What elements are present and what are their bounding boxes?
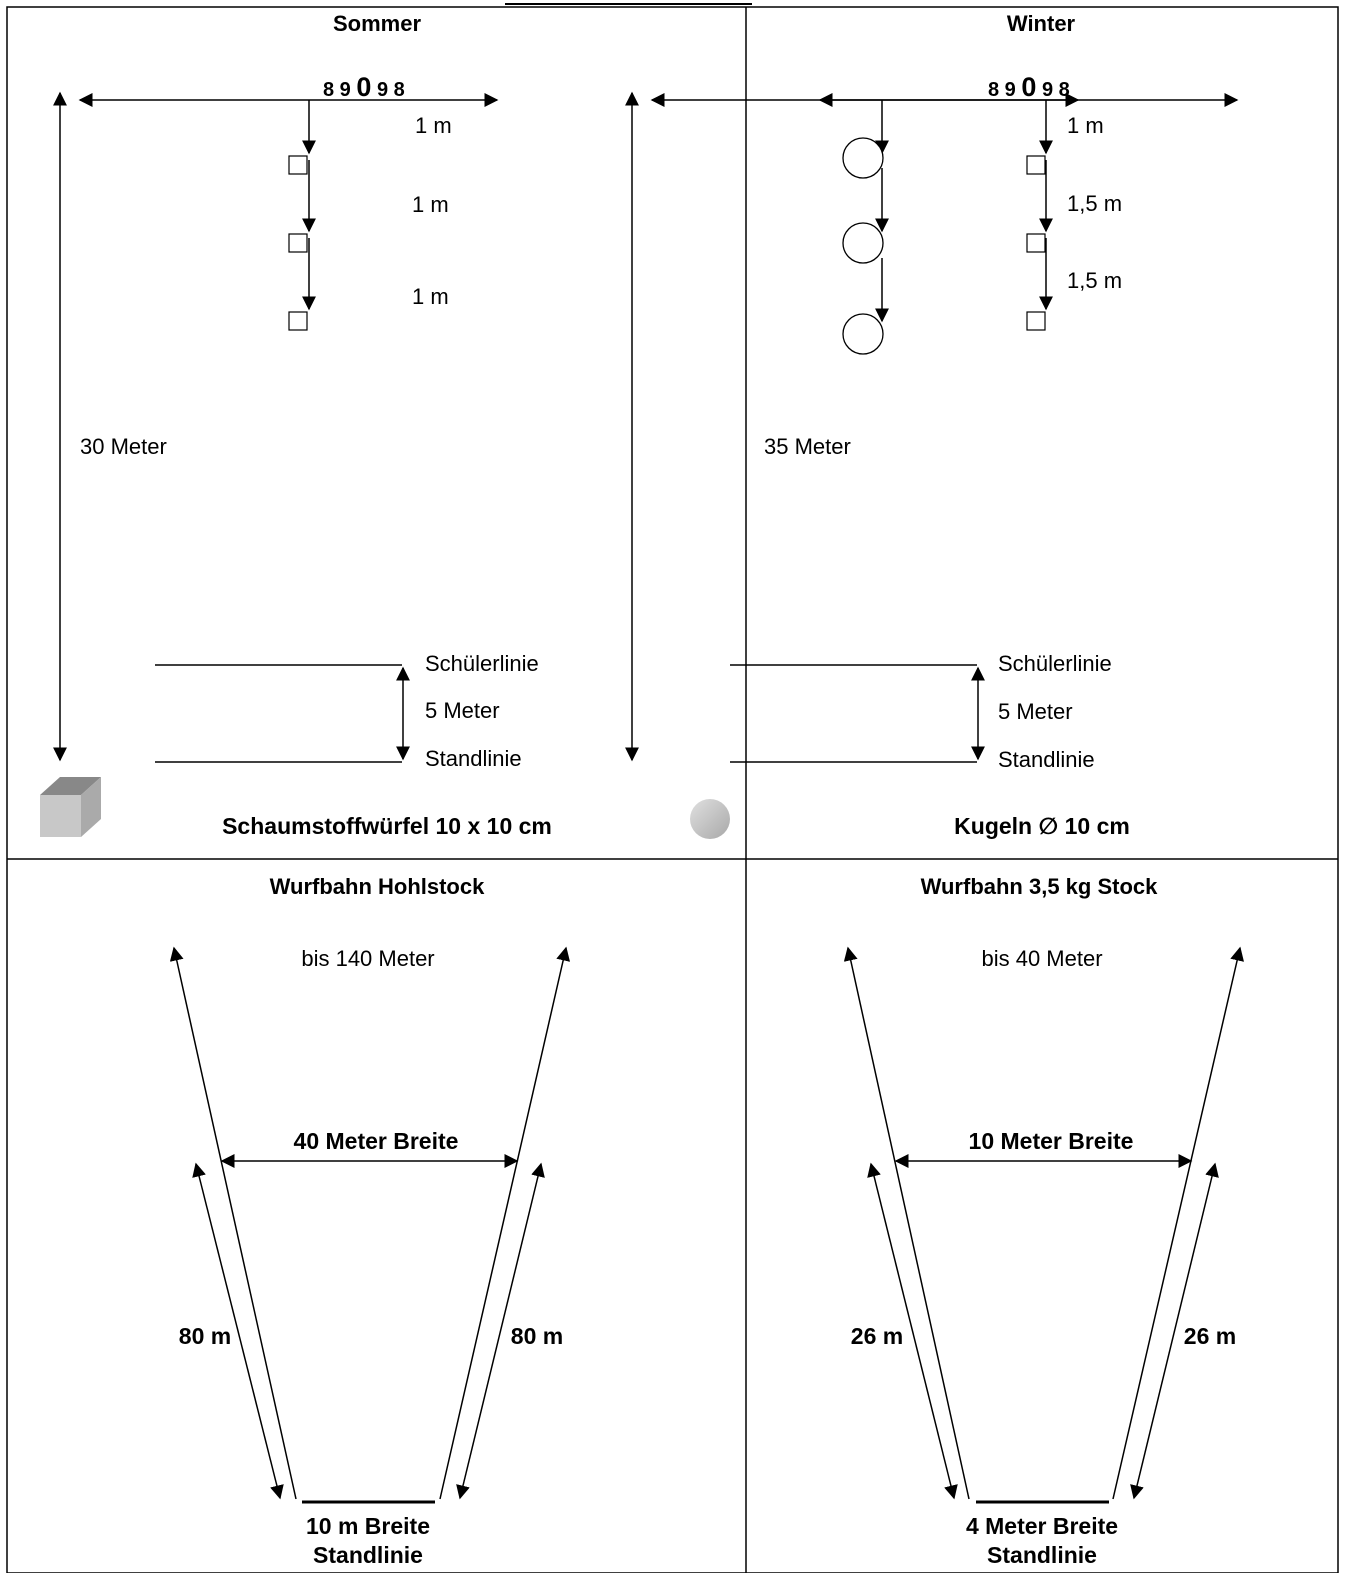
target-square	[288, 155, 308, 175]
panel-stock35: Wurfbahn 3,5 kg Stock bis 40 Meter 10 Me…	[843, 874, 1244, 1568]
ball-target	[842, 137, 884, 179]
spacing-label: 1 m	[415, 113, 452, 138]
base-label: Standlinie	[987, 1542, 1097, 1568]
panel-summer: Sommer 8 9 0 9 8 1 m 1 m 1 m 30 Meter Sc…	[40, 11, 552, 839]
lane-boundary-arrow	[1112, 946, 1244, 1500]
spacing-label: 1 m	[1067, 113, 1104, 138]
line-label: Standlinie	[425, 746, 522, 771]
line-label: Schülerlinie	[998, 651, 1112, 676]
target-square	[288, 311, 308, 331]
target-square	[1026, 155, 1046, 175]
spacing-label: 1 m	[412, 284, 449, 309]
side-label: 26 m	[851, 1323, 903, 1349]
target-square	[1026, 233, 1046, 253]
width-label: 40 Meter Breite	[294, 1128, 459, 1154]
line-label: Standlinie	[998, 747, 1095, 772]
panel-title: Wurfbahn 3,5 kg Stock	[921, 874, 1159, 899]
spacing-label: 1 m	[412, 192, 449, 217]
ball-target	[842, 313, 884, 355]
target-number: 8 9 0 9 8	[323, 72, 405, 102]
range-label: bis 40 Meter	[981, 946, 1102, 971]
distance-label: 30 Meter	[80, 434, 167, 459]
side-label: 80 m	[511, 1323, 563, 1349]
range-label: bis 140 Meter	[301, 946, 434, 971]
table-grid	[6, 6, 1339, 1573]
side-length-arrow	[456, 1162, 545, 1500]
caption: Kugeln ∅ 10 cm	[954, 813, 1130, 839]
spacing-label: 1,5 m	[1067, 268, 1122, 293]
side-length-arrow	[1130, 1162, 1219, 1500]
ball-target	[842, 222, 884, 264]
side-length-arrow	[192, 1162, 284, 1500]
line-label: 5 Meter	[425, 698, 500, 723]
side-label: 80 m	[179, 1323, 231, 1349]
line-label: Schülerlinie	[425, 651, 539, 676]
panel-title: Wurfbahn Hohlstock	[270, 874, 485, 899]
base-label: Standlinie	[313, 1542, 423, 1568]
base-label: 10 m Breite	[306, 1513, 430, 1539]
width-label: 10 Meter Breite	[969, 1128, 1134, 1154]
panel-title: Winter	[1007, 11, 1076, 36]
caption: Schaumstoffwürfel 10 x 10 cm	[222, 813, 552, 839]
lane-boundary-arrow	[439, 946, 571, 1500]
ball-icon	[690, 799, 730, 839]
target-square	[1026, 311, 1046, 331]
panel-winter: Winter 8 9 0 9 8 1 m 1,5 m 1,5 m 35 Mete…	[625, 11, 1239, 839]
side-label: 26 m	[1184, 1323, 1236, 1349]
foam-cube-icon	[40, 777, 101, 837]
panel-title: Sommer	[333, 11, 421, 36]
base-label: 4 Meter Breite	[966, 1513, 1118, 1539]
spacing-label: 1,5 m	[1067, 191, 1122, 216]
panel-hohlstock: Wurfbahn Hohlstock bis 140 Meter 40 Mete…	[169, 874, 571, 1568]
side-length-arrow	[867, 1162, 958, 1500]
target-square	[288, 233, 308, 253]
distance-label: 35 Meter	[764, 434, 851, 459]
line-label: 5 Meter	[998, 699, 1073, 724]
lane-boundary-arrow	[169, 946, 297, 1500]
target-number: 8 9 0 9 8	[988, 72, 1070, 102]
lane-boundary-arrow	[843, 946, 970, 1500]
